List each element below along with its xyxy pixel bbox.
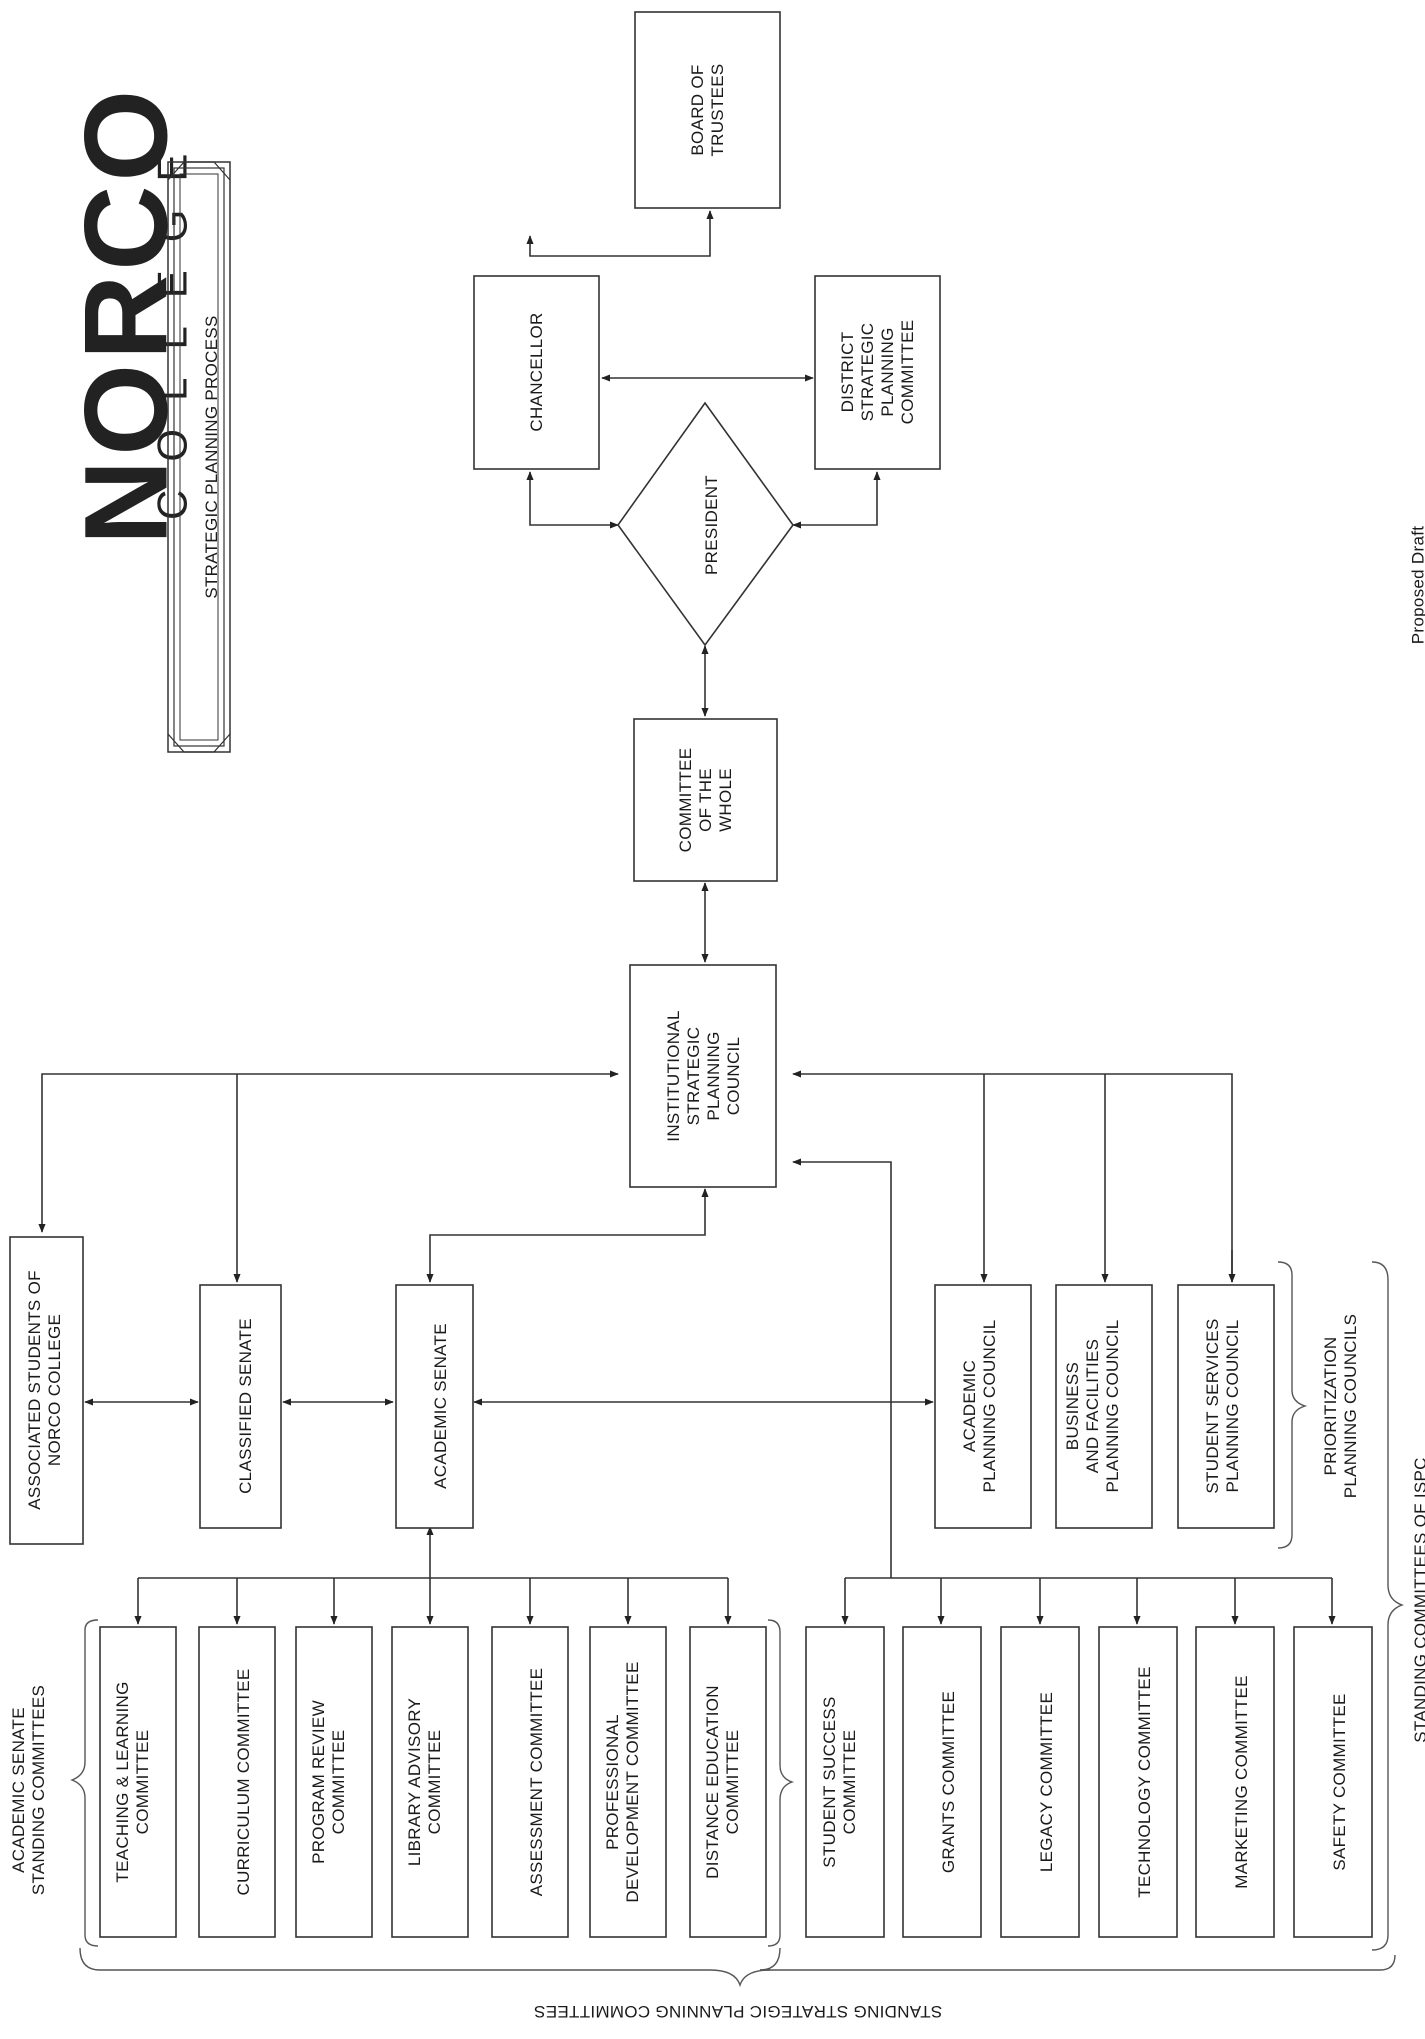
academic-planning-council-label: ACADEMICPLANNING COUNCIL [960,1320,999,1493]
academic-senate-box: ACADEMIC SENATE [395,1284,474,1529]
brand-sub: COLLEGE [149,126,196,520]
committee-curriculum: CURRICULUM COMMITTEE [198,1626,276,1938]
committee-legacy-label: LEGACY COMMITTEE [1037,1692,1056,1872]
committee-assessment: ASSESSMENT COMMITTEE [491,1626,569,1938]
connectors [38,210,1336,1625]
process-title: STRATEGIC PLANNING PROCESS [202,315,221,598]
committee-marketing-label: MARKETING COMMITTEE [1232,1675,1251,1888]
committee-safety-label: SAFETY COMMITTEE [1330,1693,1349,1870]
ispc-label: INSTITUTIONALSTRATEGICPLANNINGCOUNCIL [664,1010,743,1141]
as-standing-committees-label: ACADEMIC SENATESTANDING COMMITTEES [9,1685,48,1895]
committee-program-review-label: PROGRAM REVIEWCOMMITTEE [309,1700,348,1864]
committee-grants-label: GRANTS COMMITTEE [939,1691,958,1873]
committee-of-the-whole-label: COMMITTEEOF THEWHOLE [676,748,735,853]
committee-teaching-learning-label: TEACHING & LEARNINGCOMMITTEE [113,1681,152,1882]
committee-legacy: LEGACY COMMITTEE [1000,1626,1080,1938]
district-committee-box: DISTRICTSTRATEGICPLANNINGCOMMITTEE [814,275,941,470]
chancellor-label: CHANCELLOR [527,312,546,431]
president-label: PRESIDENT [702,475,721,575]
academic-senate-label: ACADEMIC SENATE [431,1323,450,1489]
committee-technology-label: TECHNOLOGY COMMITTEE [1135,1666,1154,1897]
as-standing-brace [70,1619,99,1947]
brand-logo: NORCO COLLEGE [60,86,195,545]
committee-curriculum-label: CURRICULUM COMMITTEE [234,1669,253,1896]
board-of-trustees-box: BOARD OFTRUSTEES [634,11,781,209]
student-services-council-box: STUDENT SERVICESPLANNING COUNCIL [1177,1284,1275,1529]
committee-distance-education-label: DISTANCE EDUCATIONCOMMITTEE [703,1685,742,1879]
committee-professional-development: PROFESSIONALDEVELOPMENT COMMITTEE [589,1626,667,1938]
standing-ispc-label: STANDING COMMITTEES OF ISPC [1411,1457,1425,1742]
president-diamond: PRESIDENT [617,401,794,647]
committee-teaching-learning: TEACHING & LEARNINGCOMMITTEE [99,1626,177,1938]
prioritization-label: PRIORITIZATIONPLANNING COUNCILS [1321,1314,1360,1499]
standing-strategic-label: STANDING STRATEGIC PLANNING COMMITTEES [534,2002,942,2021]
ispc-box: INSTITUTIONALSTRATEGICPLANNINGCOUNCIL [629,964,777,1188]
committee-grants: GRANTS COMMITTEE [902,1626,982,1938]
standing-strategic-label-group: STANDING STRATEGIC PLANNING COMMITTEES [534,2002,942,2021]
draft-label-group: Proposed Draft [1408,526,1425,645]
committee-marketing: MARKETING COMMITTEE [1195,1626,1275,1938]
committee-technology: TECHNOLOGY COMMITTEE [1098,1626,1178,1938]
standing-ispc-label-group: STANDING COMMITTEES OF ISPC [1411,1457,1425,1742]
classified-senate-box: CLASSIFIED SENATE [199,1284,282,1529]
committee-distance-education: DISTANCE EDUCATIONCOMMITTEE [689,1626,767,1938]
prioritization-brace [1277,1261,1308,1549]
process-title-frame: STRATEGIC PLANNING PROCESS [167,161,231,753]
chancellor-box: CHANCELLOR [473,275,600,470]
prioritization-label-group: PRIORITIZATIONPLANNING COUNCILS [1321,1314,1360,1499]
student-services-council-label: STUDENT SERVICESPLANNING COUNCIL [1203,1318,1242,1493]
committee-program-review: PROGRAM REVIEWCOMMITTEE [295,1626,373,1938]
committee-library-advisory: LIBRARY ADVISORYCOMMITTEE [391,1626,469,1938]
center-brace [767,1619,795,1947]
board-of-trustees-label: BOARD OFTRUSTEES [688,63,727,156]
as-standing-label: ACADEMIC SENATESTANDING COMMITTEES [9,1685,48,1895]
bottom-brace [79,1947,1396,1988]
classified-senate-label: CLASSIFIED SENATE [236,1318,255,1494]
draft-label: Proposed Draft [1408,526,1425,645]
committee-professional-development-label: PROFESSIONALDEVELOPMENT COMMITTEE [603,1661,642,1902]
business-facilities-council-box: BUSINESSAND FACILITIESPLANNING COUNCIL [1055,1284,1153,1529]
associated-students-label: ASSOCIATED STUDENTS OFNORCO COLLEGE [25,1270,64,1510]
committee-safety: SAFETY COMMITTEE [1293,1626,1373,1938]
standing-ispc-brace [1371,1261,1405,1951]
committee-library-advisory-label: LIBRARY ADVISORYCOMMITTEE [405,1698,444,1866]
committee-student-success: STUDENT SUCCESSCOMMITTEE [805,1626,885,1938]
committee-student-success-label: STUDENT SUCCESSCOMMITTEE [820,1696,859,1867]
committee-of-the-whole-box: COMMITTEEOF THEWHOLE [633,718,778,882]
associated-students-box: ASSOCIATED STUDENTS OFNORCO COLLEGE [9,1236,84,1545]
district-committee-label: DISTRICTSTRATEGICPLANNINGCOMMITTEE [838,320,917,425]
academic-planning-council-box: ACADEMICPLANNING COUNCIL [934,1284,1032,1529]
business-facilities-council-label: BUSINESSAND FACILITIESPLANNING COUNCIL [1063,1320,1122,1493]
committee-assessment-label: ASSESSMENT COMMITTEE [527,1668,546,1897]
